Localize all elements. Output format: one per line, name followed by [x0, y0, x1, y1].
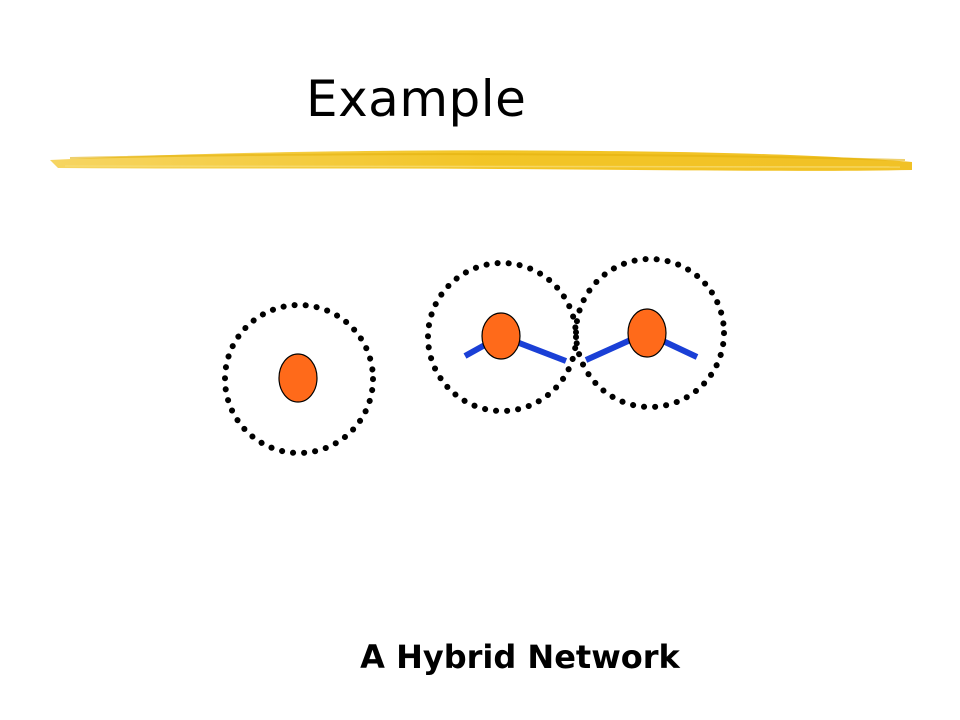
node-middle — [481, 312, 521, 360]
range-isolated — [222, 302, 376, 456]
node-right — [627, 308, 667, 358]
slide-caption: A Hybrid Network — [360, 638, 680, 676]
range-middle — [425, 260, 579, 414]
range-right — [573, 256, 727, 410]
slide-title: Example — [306, 70, 527, 128]
node-isolated — [278, 353, 318, 403]
